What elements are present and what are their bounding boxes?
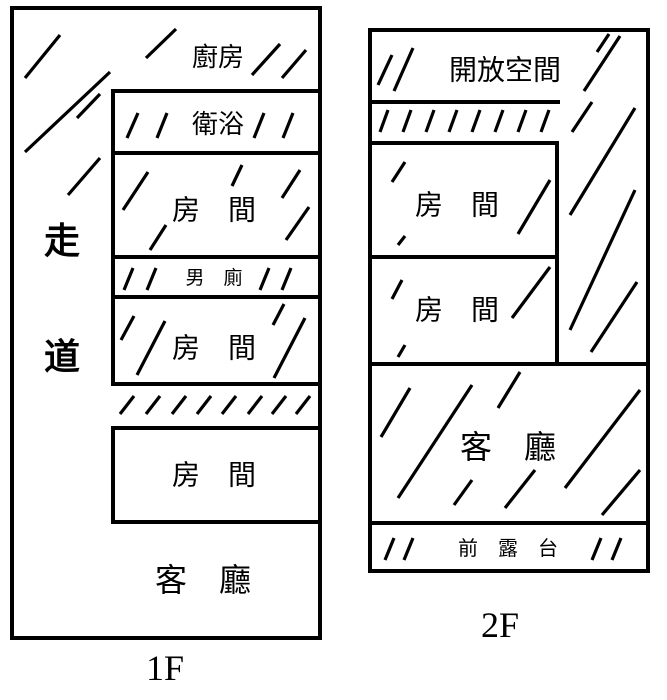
walls-2f [368, 28, 650, 573]
floor-label-1f: 1F [146, 648, 184, 688]
room-label-front-terrace: 前 露 台 [458, 536, 558, 560]
corridor-label-char-2: 道 [44, 336, 80, 378]
room-label-open-space: 開放空間 [449, 54, 561, 87]
room-label-room-c: 房 間 [172, 459, 256, 492]
walls-1f [10, 6, 322, 640]
room-label-room-b: 房 間 [172, 332, 256, 365]
hatching-2f [376, 33, 642, 561]
room-label-mens-toilet: 男 廁 [185, 266, 242, 289]
room-label-room-a-2f: 房 間 [415, 189, 499, 222]
corridor-label-char-1: 走 [44, 220, 80, 262]
room-label-living-room: 客 廳 [155, 561, 251, 599]
room-label-bathroom: 衛浴 [192, 110, 244, 140]
room-label-kitchen: 廚房 [192, 43, 244, 73]
floor-1f-plan: 廚房 衛浴 房 間 男 廁 房 間 房 間 客 廳 走 道 1F [10, 6, 322, 688]
floor-label-2f: 2F [481, 605, 519, 645]
hatching-1f [23, 27, 312, 415]
floor-2f-plan: 開放空間 房 間 房 間 客 廳 前 露 台 2F [368, 28, 650, 645]
room-label-room-b-2f: 房 間 [415, 294, 499, 327]
room-label-room-a: 房 間 [172, 194, 256, 227]
labels-2f: 開放空間 房 間 房 間 客 廳 前 露 台 [415, 54, 561, 561]
room-label-living-room-2f: 客 廳 [460, 428, 556, 466]
labels-1f: 廚房 衛浴 房 間 男 廁 房 間 房 間 客 廳 走 道 [44, 43, 256, 599]
